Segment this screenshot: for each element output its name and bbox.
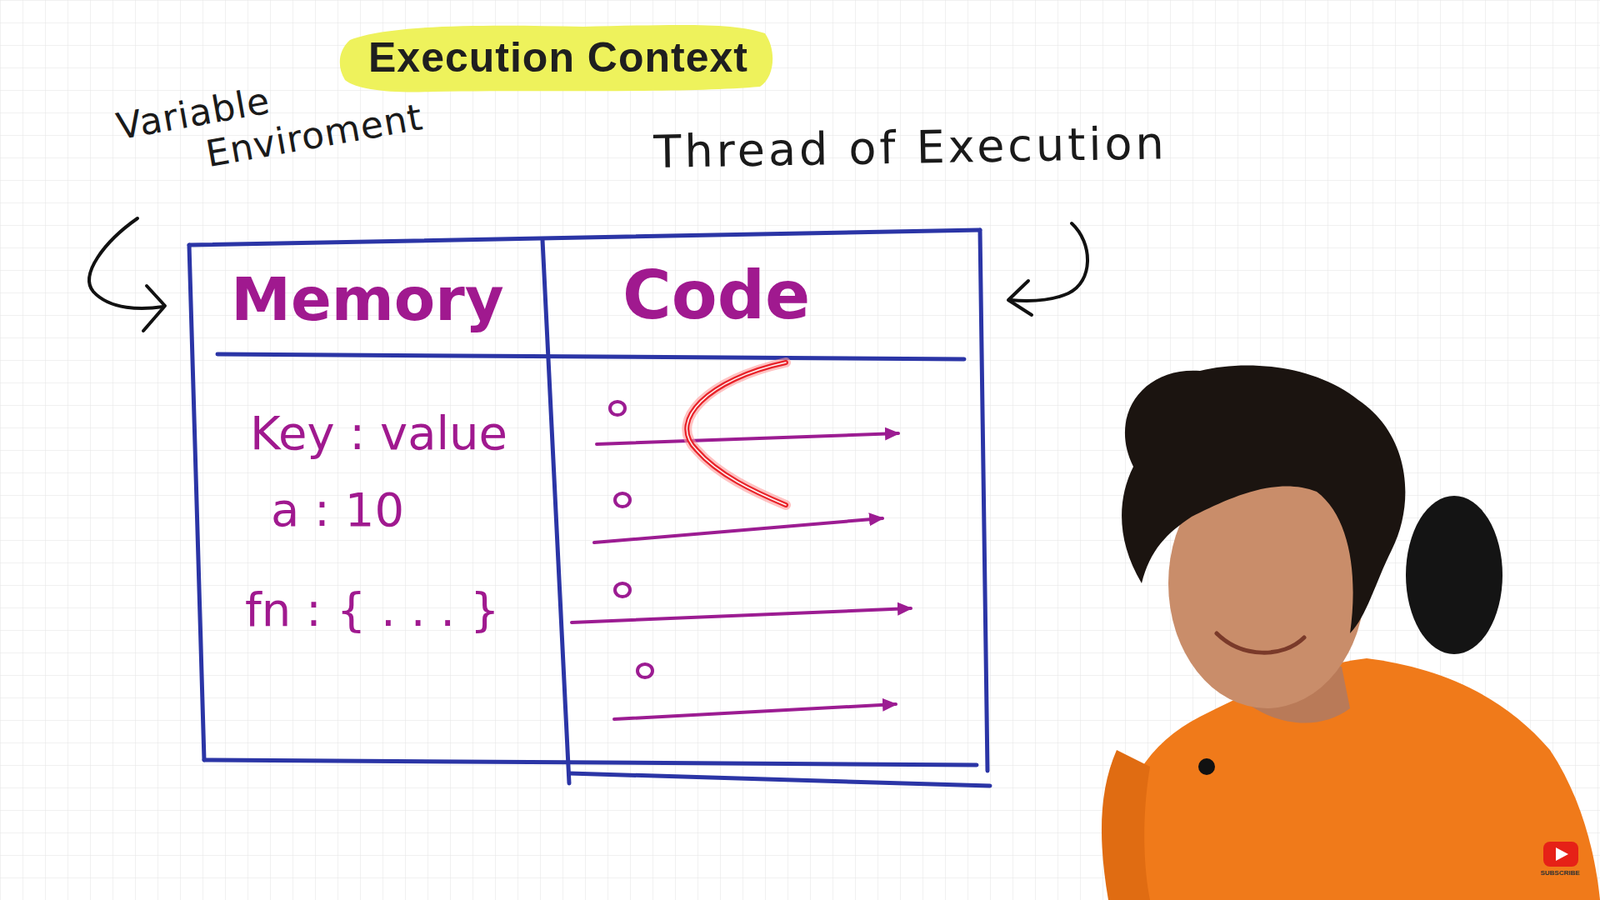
presenter <box>1101 365 1600 900</box>
code-line <box>596 433 899 445</box>
subscribe-icon <box>1543 841 1579 867</box>
code-line <box>594 518 883 543</box>
table-border <box>189 245 205 760</box>
smile <box>1216 633 1305 653</box>
memory-entry: Key : value <box>193 400 542 467</box>
microphone <box>1198 758 1215 775</box>
code-line <box>614 704 896 720</box>
table-outline <box>189 230 990 786</box>
memory-column: MemoryKey : value a : 10 fn : { . . . } <box>193 246 542 764</box>
header-rule <box>217 354 965 360</box>
column-heading: Memory <box>193 246 542 352</box>
line-bullet <box>610 401 625 415</box>
pointer-arrow-head <box>1008 280 1032 315</box>
region-label: Thread of Execution <box>653 115 1288 179</box>
kurta <box>1108 658 1600 900</box>
table-border <box>980 230 988 771</box>
line-bullet <box>615 583 630 597</box>
code-column: Code <box>550 241 977 357</box>
column-heading: Code <box>550 241 977 350</box>
label-holder: SUBSCRIBE <box>1535 869 1585 877</box>
annotation-glow <box>686 362 786 505</box>
line-bullet <box>637 664 653 678</box>
line-bullet <box>615 493 630 507</box>
annotation-highlight <box>686 362 786 505</box>
watermark: SUBSCRIBE <box>1535 869 1585 877</box>
arm <box>1101 750 1150 900</box>
annotation-curve <box>686 362 786 505</box>
code-lines <box>571 401 911 720</box>
table-border <box>569 773 990 786</box>
column-divider <box>542 240 570 784</box>
chair <box>1405 495 1503 655</box>
hair <box>1121 365 1405 634</box>
pointer-arrow-head <box>143 285 165 331</box>
diagram-title: Execution Context <box>341 25 775 90</box>
label-holder: Thread of Execution <box>653 115 1288 179</box>
table-border <box>204 760 977 765</box>
pointer-arrow <box>89 218 164 309</box>
code-line <box>571 608 911 623</box>
table-border <box>189 230 980 245</box>
title-holder: Execution Context <box>341 25 775 90</box>
memory-entry: a : 10 <box>193 476 542 544</box>
memory-entry: fn : { . . . } <box>193 576 542 644</box>
play-symbol <box>1555 847 1569 861</box>
